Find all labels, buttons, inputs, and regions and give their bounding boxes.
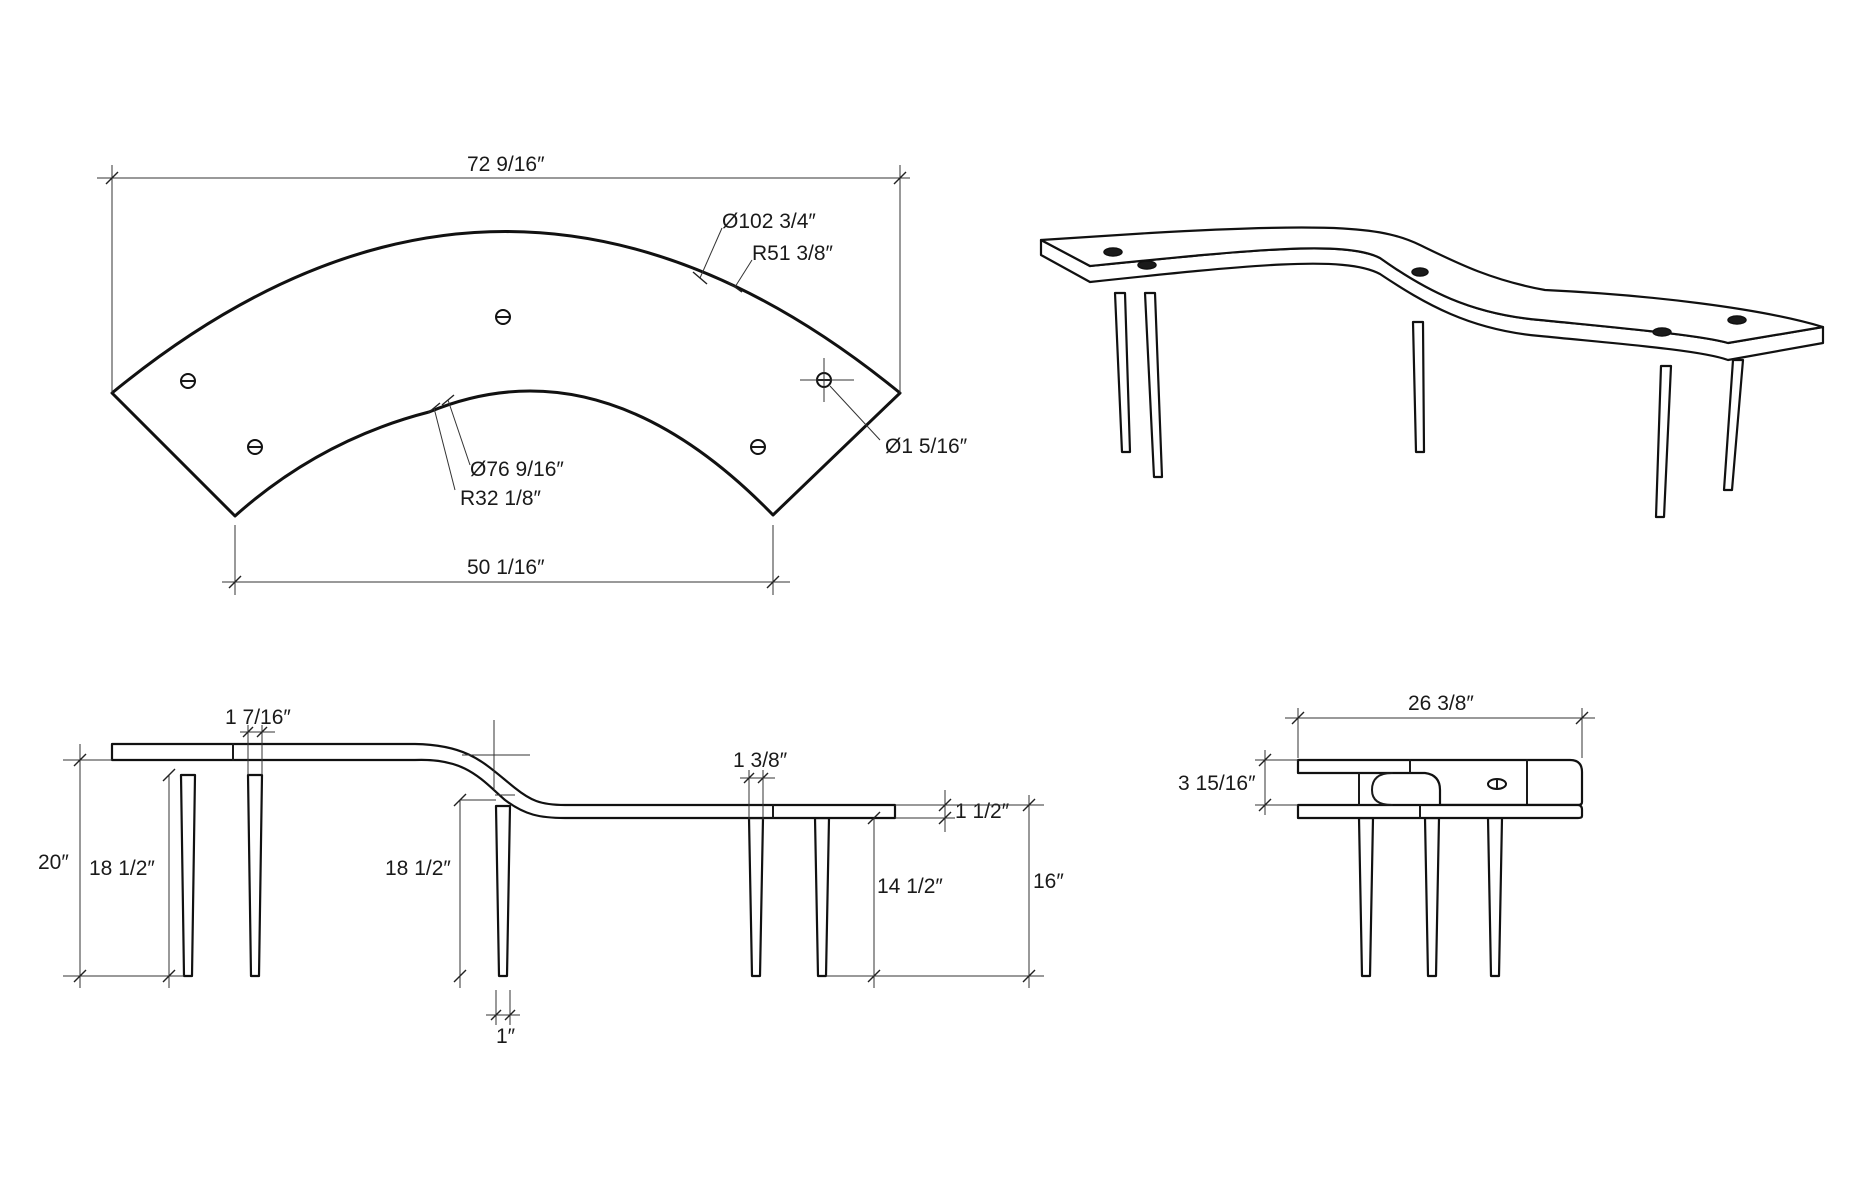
dimension-outer-radius: R51 3/8″ bbox=[727, 242, 834, 293]
arc-bench-top-outline bbox=[110, 230, 902, 518]
lower-top-thickness-label: 1 3/8″ bbox=[733, 749, 788, 772]
dimension-inner-radius: R32 1/8″ bbox=[427, 402, 542, 510]
dimension-low-height: 16″ bbox=[826, 795, 1064, 988]
overall-height-label: 20″ bbox=[38, 851, 69, 874]
outer-radius-label: R51 3/8″ bbox=[752, 242, 834, 265]
dimension-overall-width: 72 9/16″ bbox=[97, 153, 910, 393]
upper-slab bbox=[1296, 758, 1584, 807]
left-leg-height-label: 18 1/2″ bbox=[89, 857, 155, 880]
dimension-middle-leg-height: 18 1/2″ bbox=[385, 720, 530, 988]
depth-label: 26 3/8″ bbox=[1408, 692, 1474, 715]
leg bbox=[246, 773, 264, 978]
inner-radius-label: R32 1/8″ bbox=[460, 487, 542, 510]
hole-icon bbox=[800, 358, 854, 402]
dimension-depth: 26 3/8″ bbox=[1285, 692, 1595, 758]
middle-leg-height-label: 18 1/2″ bbox=[385, 857, 451, 880]
inner-diameter-label: Ø76 9/16″ bbox=[470, 458, 564, 481]
hole-icon bbox=[180, 373, 196, 389]
hole-icon bbox=[1727, 315, 1747, 325]
leg bbox=[813, 816, 831, 978]
dimension-bottom-width: 50 1/16″ bbox=[222, 525, 790, 595]
gap-label: 3 15/16″ bbox=[1178, 772, 1256, 795]
side-view: 26 3/8″ 3 15/16″ bbox=[1178, 692, 1595, 978]
perspective-view bbox=[1039, 226, 1825, 519]
overall-width-label: 72 9/16″ bbox=[467, 153, 545, 176]
front-view: 1 7/16″ 20″ 18 1/2″ 18 1/2″ bbox=[38, 706, 1064, 1048]
step-thickness-label: 1 1/2″ bbox=[955, 800, 1010, 823]
hole-icon bbox=[1137, 260, 1157, 270]
dimension-top-thickness: 1 7/16″ bbox=[225, 706, 291, 775]
dimension-gap: 3 15/16″ bbox=[1178, 750, 1298, 815]
dimension-left-leg-height: 18 1/2″ bbox=[89, 768, 176, 988]
leg-diameter-label: 1″ bbox=[496, 1025, 516, 1048]
lower-slab bbox=[1296, 803, 1584, 820]
dimension-step-thickness: 1 1/2″ bbox=[895, 790, 1010, 832]
bench-top-surface bbox=[1039, 226, 1825, 345]
leg bbox=[179, 773, 197, 978]
dimension-outer-diameter: Ø102 3/4″ bbox=[692, 210, 816, 285]
hole-icon bbox=[247, 439, 263, 455]
leg bbox=[747, 816, 765, 978]
hole-icon bbox=[1411, 267, 1429, 277]
hole-icon bbox=[750, 439, 766, 455]
hole-icon bbox=[1103, 247, 1123, 257]
bench-legs bbox=[1113, 291, 1745, 519]
dimension-inner-diameter: Ø76 9/16″ bbox=[441, 394, 564, 481]
bottom-width-label: 50 1/16″ bbox=[467, 556, 545, 579]
leg bbox=[1357, 816, 1375, 978]
dimension-right-leg-height: 14 1/2″ bbox=[867, 811, 943, 988]
outer-diameter-label: Ø102 3/4″ bbox=[722, 210, 816, 233]
dimension-lower-top-thickness: 1 3/8″ bbox=[733, 749, 788, 820]
dimension-overall-height: 20″ bbox=[38, 744, 184, 988]
hole-icon bbox=[495, 309, 511, 325]
dimension-hole-diameter: Ø1 5/16″ bbox=[829, 385, 968, 458]
right-leg-height-label: 14 1/2″ bbox=[877, 875, 943, 898]
leg bbox=[1486, 816, 1504, 978]
hole-diameter-label: Ø1 5/16″ bbox=[885, 435, 968, 458]
leg bbox=[494, 804, 512, 978]
low-height-label: 16″ bbox=[1033, 870, 1064, 893]
dimension-leg-diameter: 1″ bbox=[486, 990, 520, 1048]
hole-icon bbox=[1652, 327, 1672, 337]
top-thickness-label: 1 7/16″ bbox=[225, 706, 291, 729]
leg bbox=[1423, 816, 1441, 978]
top-view: 72 9/16″ Ø102 3/4″ R51 3/8″ Ø76 9/16″ R3… bbox=[97, 153, 968, 595]
bench-top-profile bbox=[110, 742, 897, 820]
hole-icon bbox=[1487, 778, 1507, 790]
